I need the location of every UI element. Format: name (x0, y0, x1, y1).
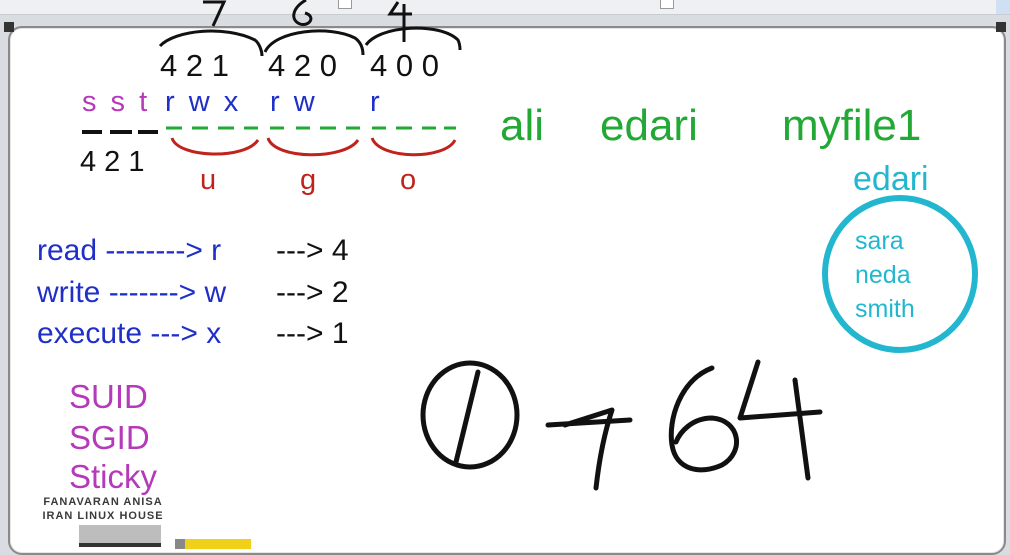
legend-write: write -------> w (37, 278, 226, 308)
file-name: myfile1 (782, 101, 922, 150)
group-member: smith (855, 295, 915, 323)
legend-name: write (37, 276, 101, 309)
highlighter-icon[interactable] (175, 539, 251, 549)
toolbar-handle[interactable] (660, 0, 674, 9)
special-bits-label: 4 2 1 (80, 146, 145, 178)
other-bits-label: 4 0 0 (370, 48, 439, 83)
special-sticky: Sticky (69, 458, 158, 495)
top-toolbar (0, 0, 1010, 15)
legend-value: ---> 1 (276, 317, 349, 350)
special-letters: s s t (82, 86, 151, 118)
toolbar-handle[interactable] (338, 0, 352, 9)
group-member: neda (855, 261, 911, 289)
group-title: edari (853, 160, 929, 198)
legend-arrow: ---> x (150, 317, 222, 350)
legend-arrow: --------> r (105, 234, 222, 267)
legend-name: execute (37, 317, 143, 350)
legend-name: read (37, 234, 98, 267)
group-member: sara (855, 227, 904, 255)
window-edge (996, 0, 1010, 14)
class-group: g (300, 164, 317, 196)
legend-read: read --------> r (37, 236, 221, 266)
special-suid: SUID (69, 378, 148, 415)
group-letters: r w (270, 86, 318, 118)
user-letters: r w x (165, 86, 242, 118)
class-other: o (400, 164, 417, 196)
whiteboard[interactable] (8, 26, 1006, 555)
legend-arrow: -------> w (108, 276, 227, 309)
legend-value: ---> 2 (276, 276, 349, 309)
group-bits-label: 4 2 0 (268, 48, 337, 83)
logo-line: IRAN LINUX HOUSE (42, 510, 164, 522)
owner-name: ali (500, 101, 545, 150)
legend-execute: execute ---> x (37, 319, 221, 349)
pen-tray-icon[interactable] (79, 525, 161, 547)
special-sgid: SGID (69, 419, 150, 456)
group-name: edari (600, 101, 698, 150)
logo-line: FANAVARAN ANISA (43, 496, 163, 508)
class-user: u (200, 164, 217, 196)
user-bits-label: 4 2 1 (160, 48, 229, 83)
board-corner (4, 22, 14, 32)
board-corner (996, 22, 1006, 32)
other-letters: r (370, 86, 380, 118)
legend-value: ---> 4 (276, 234, 349, 267)
